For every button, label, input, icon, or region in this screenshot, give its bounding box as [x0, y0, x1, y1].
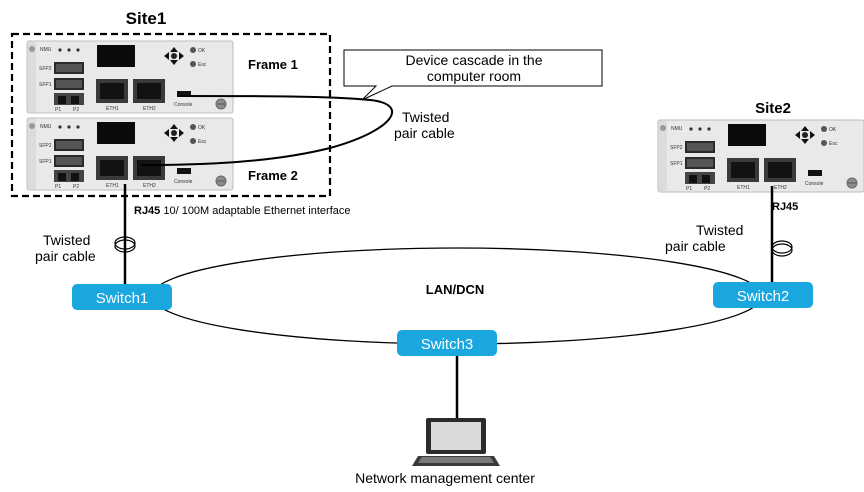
device-sfp2-label: SFP2 [670, 145, 683, 151]
switch2-body [713, 282, 813, 308]
callout-line1: Device cascade in the [406, 52, 543, 68]
cable-coil-right [771, 240, 793, 254]
cascade-cable [141, 95, 393, 166]
rj45-left-label: RJ45 10/ 100M adaptable Ethernet interfa… [134, 205, 350, 217]
site2-label: Site2 [755, 100, 791, 117]
device-console-label: Console [174, 102, 193, 108]
switch3-label: Switch3 [421, 336, 474, 353]
twisted-top-line2: pair cable [394, 125, 455, 141]
cable-coil-left [114, 239, 136, 253]
frame1-device: NMU SFP2 SFP1 OK Esc ETH1 ETH2 Console P… [26, 40, 234, 114]
cable-coil-left [114, 236, 136, 250]
device-eth2-label: ETH2 [774, 185, 787, 191]
device-sfp1-label: SFP1 [39, 82, 52, 88]
device-sfp2-label: SFP2 [39, 66, 52, 72]
switch2: Switch2 [713, 282, 813, 308]
rj45-left-rest: 10/ 100M adaptable Ethernet interface [160, 205, 350, 217]
site1-dashed-box [10, 32, 332, 198]
callout-box [343, 49, 603, 101]
device-esc-label: Esc [198, 62, 207, 68]
device-p2-label: P2 [73, 107, 79, 113]
device-esc-label: Esc [198, 139, 207, 145]
frame2-label: Frame 2 [248, 168, 298, 183]
twisted-right-line1: Twisted [696, 222, 743, 238]
device-eth2-label: ETH2 [143, 183, 156, 189]
switch2-label: Switch2 [737, 288, 790, 305]
switch1-label: Switch1 [96, 290, 149, 307]
twisted-top-line1: Twisted [402, 109, 449, 125]
device-eth1-label: ETH1 [737, 185, 750, 191]
device-esc-label: Esc [829, 141, 838, 147]
switch1: Switch1 [72, 284, 172, 310]
device-ok-label: OK [198, 125, 206, 131]
device-sfp1-label: SFP1 [39, 159, 52, 165]
switch3-body [397, 330, 497, 356]
lan-dcn-label: LAN/DCN [426, 282, 485, 297]
site2-device: NMU SFP2 SFP1 OK Esc ETH1 ETH2 Console P… [657, 119, 864, 193]
nmc-label: Network management center [355, 470, 535, 486]
device-p1-label: P1 [55, 184, 61, 190]
site1-label: Site1 [126, 9, 167, 28]
switch3: Switch3 [397, 330, 497, 356]
rj45-right-label: RJ45 [772, 201, 798, 213]
frame1-label: Frame 1 [248, 57, 298, 72]
rj45-left-bold: RJ45 [134, 205, 160, 217]
twisted-left-line2: pair cable [35, 248, 96, 264]
device-ok-label: OK [198, 48, 206, 54]
device-p2-label: P2 [73, 184, 79, 190]
device-nmu-label: NMU [40, 47, 52, 53]
device-eth2-label: ETH2 [143, 106, 156, 112]
device-eth1-label: ETH1 [106, 106, 119, 112]
device-p2-label: P2 [704, 186, 710, 192]
device-console-label: Console [174, 179, 193, 185]
twisted-left-line1: Twisted [43, 232, 90, 248]
device-sfp2-label: SFP2 [39, 143, 52, 149]
frame2-device: NMU SFP2 SFP1 OK Esc ETH1 ETH2 Console P… [26, 117, 234, 191]
callout-line2: computer room [427, 68, 521, 84]
device-sfp1-label: SFP1 [670, 161, 683, 167]
switch1-body [72, 284, 172, 310]
device-nmu-label: NMU [40, 124, 52, 130]
device-console-label: Console [805, 181, 824, 187]
laptop-icon [412, 418, 500, 466]
device-p1-label: P1 [55, 107, 61, 113]
device-p1-label: P1 [686, 186, 692, 192]
cable-coil-right [771, 243, 793, 257]
device-ok-label: OK [829, 127, 837, 133]
device-eth1-label: ETH1 [106, 183, 119, 189]
twisted-right-line2: pair cable [665, 238, 726, 254]
device-nmu-label: NMU [671, 126, 683, 132]
